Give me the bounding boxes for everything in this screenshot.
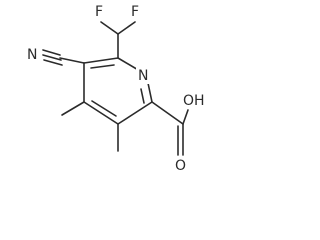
bond-c3-c4 [83, 101, 119, 125]
bond-n1-c2 [147, 82, 153, 103]
mask-nitrogen-ring [136, 67, 150, 84]
bond-carbonyl-carbon-hydroxyl [182, 109, 189, 125]
hydroxyl-label: OH [183, 93, 205, 109]
bond-c5-cn [59, 57, 85, 64]
triple-bond-1 [42, 49, 61, 56]
bond-cf2-f-left [100, 21, 119, 35]
nitrogen-ring-label: N [138, 68, 148, 84]
carboxylic-acid-group [151, 101, 189, 156]
carbonyl-oxygen-label: O [175, 158, 186, 174]
chemical-structure-diagram: F F N N OH O [25, 3, 208, 174]
triple-bond-2 [42, 54, 62, 61]
bond-c2-carbonyl-carbon [151, 101, 184, 125]
bond-n1-c2-inner [140, 88, 145, 104]
bond-c2-c3 [117, 101, 153, 125]
mask-fluorine-right [129, 3, 141, 20]
bond-c3-c4-inner [91, 100, 117, 117]
bond-c5-c6 [83, 57, 119, 64]
nitrogen-nitrile-label: N [27, 47, 37, 63]
bond-c4-methyl [61, 101, 85, 116]
methyl-groups [61, 101, 119, 152]
mask-fluorine-left [93, 3, 105, 20]
fluorine-left-label: F [95, 4, 103, 20]
mask-hydroxyl [181, 91, 208, 109]
cyano-group [42, 49, 85, 66]
bond-cf2-f-right [117, 21, 136, 35]
bond-c5-c6-inner [90, 64, 115, 69]
fluorine-right-label: F [131, 4, 139, 20]
pyridine-ring [83, 57, 153, 125]
triple-bond-3 [43, 59, 63, 66]
mask-nitrogen-nitrile [25, 45, 40, 63]
difluoromethyl-group [100, 21, 136, 59]
mask-carbonyl-oxygen [173, 156, 188, 174]
atom-labels: F F N N OH O [25, 3, 208, 174]
